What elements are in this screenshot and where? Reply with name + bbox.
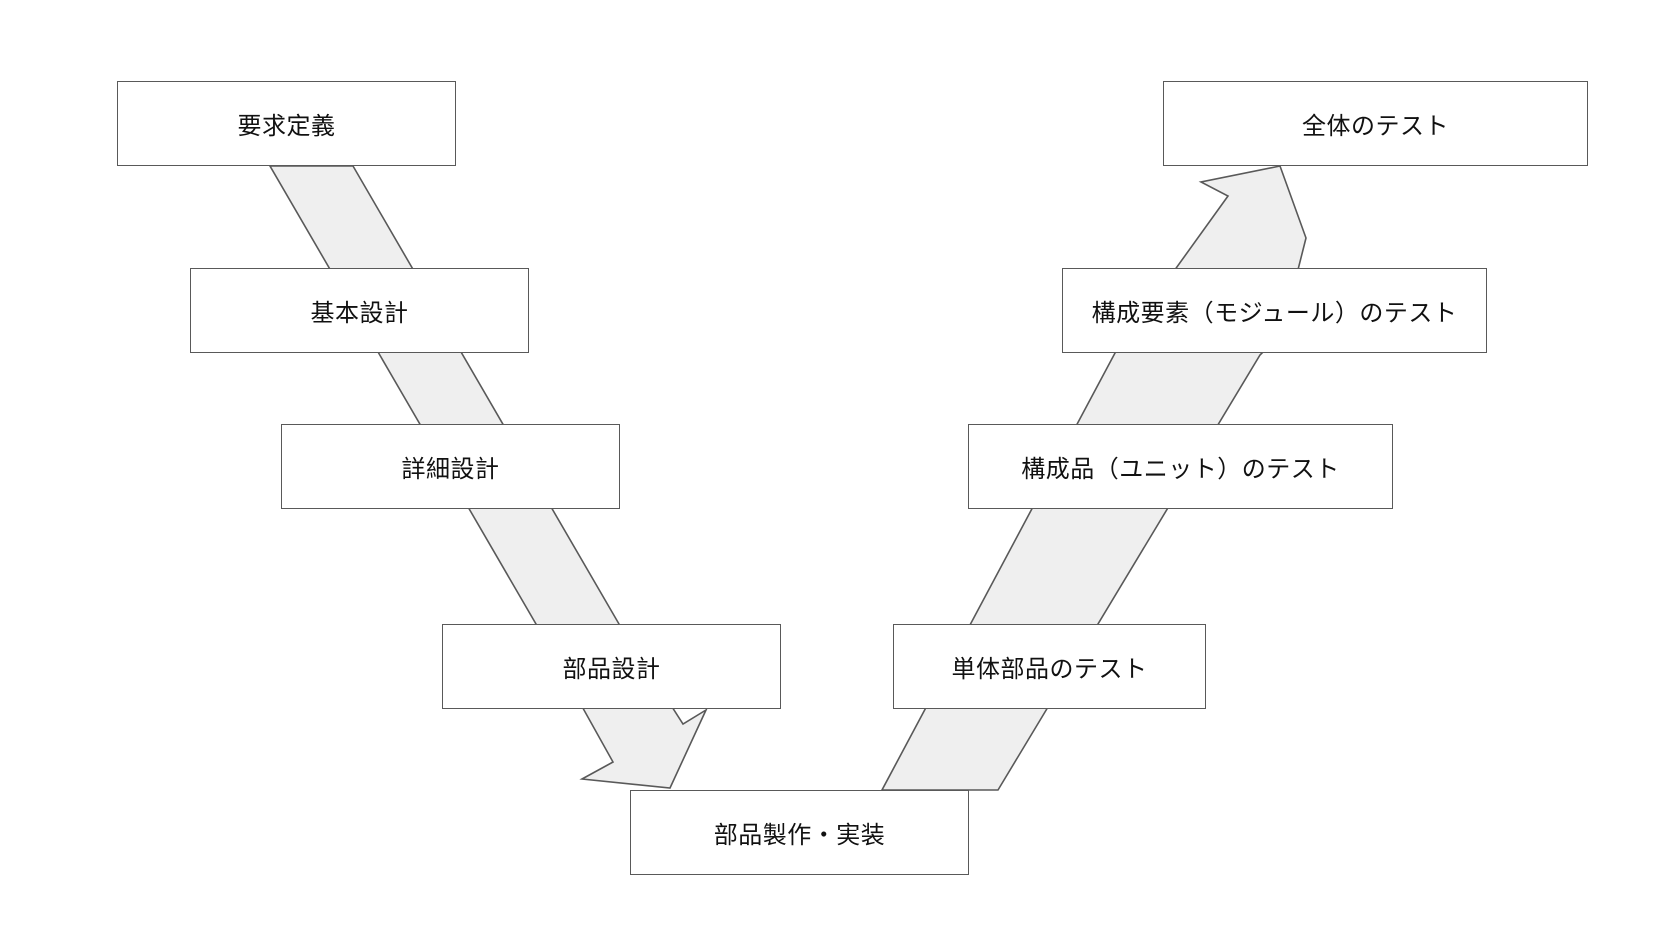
unit-test-label: 構成品（ユニット）のテスト	[1021, 455, 1340, 483]
unit-test-box: 構成品（ユニット）のテスト	[968, 424, 1393, 509]
system-test-box: 全体のテスト	[1163, 81, 1588, 166]
unit-part-test-box: 単体部品のテスト	[893, 624, 1206, 709]
module-test-label: 構成要素（モジュール）のテスト	[1091, 299, 1458, 327]
part-design-label: 部品設計	[562, 655, 661, 683]
implementation-label: 部品製作・実装	[713, 821, 886, 849]
basic-design-box: 基本設計	[190, 268, 529, 353]
basic-design-label: 基本設計	[310, 299, 409, 327]
module-test-box: 構成要素（モジュール）のテスト	[1062, 268, 1487, 353]
detail-design-box: 詳細設計	[281, 424, 620, 509]
requirements-definition-label: 要求定義	[237, 112, 336, 140]
system-test-label: 全体のテスト	[1302, 112, 1449, 140]
part-design-box: 部品設計	[442, 624, 781, 709]
implementation-box: 部品製作・実装	[630, 790, 969, 875]
unit-part-test-label: 単体部品のテスト	[951, 655, 1148, 683]
requirements-definition-box: 要求定義	[117, 81, 456, 166]
detail-design-label: 詳細設計	[401, 455, 500, 483]
